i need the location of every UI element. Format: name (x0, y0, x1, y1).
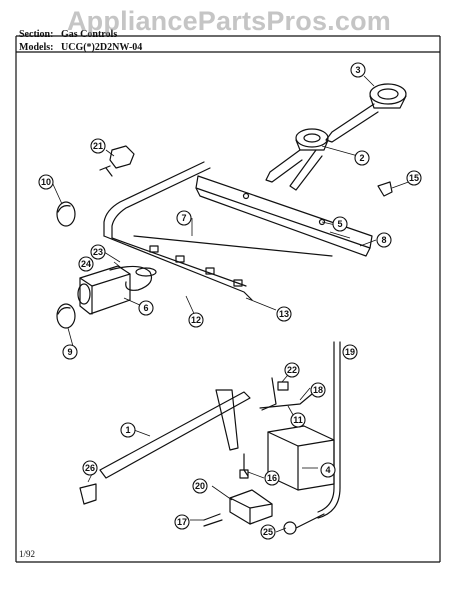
ignition-lead-25 (283, 513, 325, 535)
svg-text:1: 1 (125, 425, 130, 435)
svg-text:4: 4 (325, 465, 330, 475)
svg-text:12: 12 (191, 315, 201, 325)
callout-25: 25 (260, 524, 276, 540)
knob-9 (56, 303, 76, 329)
callout-17: 17 (174, 514, 190, 530)
svg-text:7: 7 (181, 213, 186, 223)
regulator-21 (99, 145, 135, 177)
callout-23: 23 (90, 244, 106, 260)
models-label: Models: (19, 42, 54, 53)
svg-text:5: 5 (337, 219, 342, 229)
callout-2: 2 (354, 150, 370, 166)
svg-text:13: 13 (279, 309, 289, 319)
svg-text:9: 9 (67, 347, 72, 357)
section-value: Gas Controls (61, 29, 118, 40)
section-label: Section: (19, 29, 54, 40)
callout-22: 22 (284, 362, 300, 378)
svg-text:11: 11 (293, 415, 303, 425)
svg-text:20: 20 (195, 481, 205, 491)
knob-10 (56, 201, 76, 227)
leader-lines (51, 75, 415, 533)
svg-text:26: 26 (85, 463, 95, 473)
callout-16: 16 (264, 470, 280, 486)
svg-text:24: 24 (81, 259, 91, 269)
bracket-26 (79, 483, 97, 505)
svg-text:18: 18 (313, 385, 323, 395)
thermocouple-16 (239, 453, 249, 479)
callout-12: 12 (188, 312, 204, 328)
callout-4: 4 (320, 462, 336, 478)
callout-3: 3 (350, 62, 366, 78)
thermostat-valve-6 (77, 265, 157, 315)
svg-text:3: 3 (355, 65, 360, 75)
gas-line-19 (317, 341, 341, 519)
models-header: Models: UCG(*)2D2NW-04 (19, 42, 142, 53)
igniter-assembly (259, 377, 313, 411)
svg-text:2: 2 (359, 153, 364, 163)
callout-9: 9 (62, 344, 78, 360)
callout-10: 10 (38, 174, 54, 190)
broil-burner-2 (265, 128, 329, 191)
callout-19: 19 (342, 344, 358, 360)
callout-15: 15 (406, 170, 422, 186)
models-value: UCG(*)2D2NW-04 (61, 42, 143, 53)
callout-1: 1 (120, 422, 136, 438)
svg-text:19: 19 (345, 347, 355, 357)
clip-15 (377, 181, 393, 197)
svg-text:10: 10 (41, 177, 51, 187)
page-frame (15, 35, 441, 563)
burner-tube-1 (99, 389, 251, 479)
svg-text:25: 25 (263, 527, 273, 537)
callout-24: 24 (78, 256, 94, 272)
callout-11: 11 (290, 412, 306, 428)
callout-5: 5 (332, 216, 348, 232)
callout-26: 26 (82, 460, 98, 476)
footer-date: 1/92 (19, 549, 36, 559)
callout-20: 20 (192, 478, 208, 494)
callout-8: 8 (376, 232, 392, 248)
section-header: Section: Gas Controls (19, 29, 117, 40)
burner-support-bracket-8 (195, 175, 373, 257)
callout-21: 21 (90, 138, 106, 154)
svg-text:22: 22 (287, 365, 297, 375)
screws-17 (203, 513, 223, 527)
oven-burner-3 (325, 83, 407, 143)
svg-text:8: 8 (381, 235, 386, 245)
safety-valve-20 (229, 489, 273, 525)
svg-text:17: 17 (177, 517, 187, 527)
callout-6: 6 (138, 300, 154, 316)
svg-text:21: 21 (93, 141, 103, 151)
svg-text:15: 15 (409, 173, 419, 183)
svg-text:16: 16 (267, 473, 277, 483)
callout-7: 7 (176, 210, 192, 226)
svg-text:6: 6 (143, 303, 148, 313)
svg-text:23: 23 (93, 247, 103, 257)
callout-18: 18 (310, 382, 326, 398)
callout-13: 13 (276, 306, 292, 322)
manifold-fittings (149, 245, 243, 287)
